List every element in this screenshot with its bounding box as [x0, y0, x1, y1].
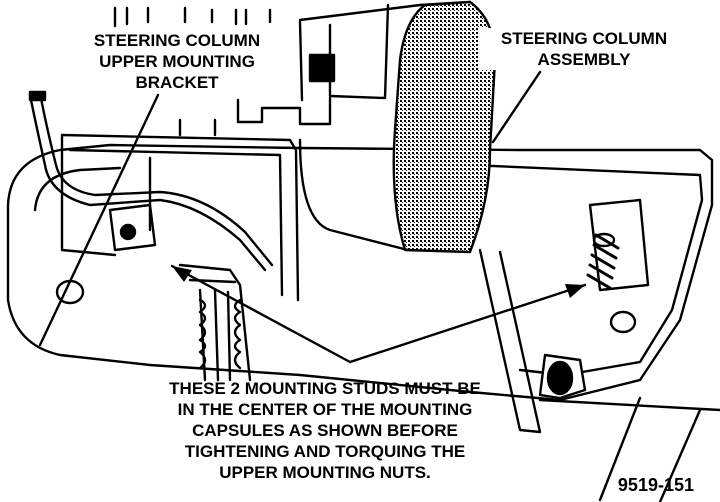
panel-lower-edge	[538, 396, 720, 502]
right-stud-spring	[586, 233, 620, 290]
arrowhead-right	[565, 284, 585, 298]
callout-line: BRACKET	[135, 73, 219, 92]
callout-upper-mounting-bracket: STEERING COLUMN UPPER MOUNTING BRACKET	[72, 30, 282, 93]
callout-steering-column-assembly: STEERING COLUMN ASSEMBLY	[478, 28, 690, 70]
callout-line: ASSEMBLY	[537, 50, 631, 69]
leader-bracket	[38, 93, 160, 347]
leader-note-left	[170, 264, 352, 364]
callout-line: STEERING COLUMN	[93, 31, 261, 50]
bracket-stub-lines	[113, 6, 272, 28]
left-bracket-strap	[178, 263, 252, 382]
wiring-harness	[28, 91, 274, 272]
bracket-top	[178, 96, 332, 137]
note-line: CAPSULES AS SHOWN BEFORE	[192, 421, 458, 440]
upper-mounting-bracket	[60, 133, 300, 302]
note-line: TIGHTENING AND TORQUING THE	[184, 442, 466, 461]
callout-line: UPPER MOUNTING	[99, 52, 255, 71]
clip-block	[308, 53, 336, 83]
lower-nut-face	[546, 360, 574, 396]
note-line: UPPER MOUNTING NUTS.	[219, 463, 431, 482]
bolt-hole-right	[609, 310, 637, 334]
right-stud-capsule	[588, 198, 650, 292]
note-line: THESE 2 MOUNTING STUDS MUST BE	[169, 379, 481, 398]
dash-panel-outline	[6, 143, 714, 402]
dash-panel-inner	[33, 163, 704, 377]
wire-end	[28, 90, 47, 102]
column-shroud	[298, 138, 542, 434]
callout-line: STEERING COLUMN	[500, 29, 668, 48]
leader-assembly	[491, 70, 542, 144]
right-stud-nut	[592, 232, 616, 248]
note-line: IN THE CENTER OF THE MOUNTING	[177, 400, 473, 419]
arrowhead-left	[172, 266, 192, 282]
callout-mounting-studs-note: THESE 2 MOUNTING STUDS MUST BE IN THE CE…	[130, 378, 520, 483]
corrugated-boot	[198, 298, 242, 370]
left-stud	[119, 223, 137, 241]
figure-code: 9519-151	[617, 475, 694, 495]
leader-note-right	[348, 283, 587, 364]
left-stud-capsule	[108, 203, 157, 252]
